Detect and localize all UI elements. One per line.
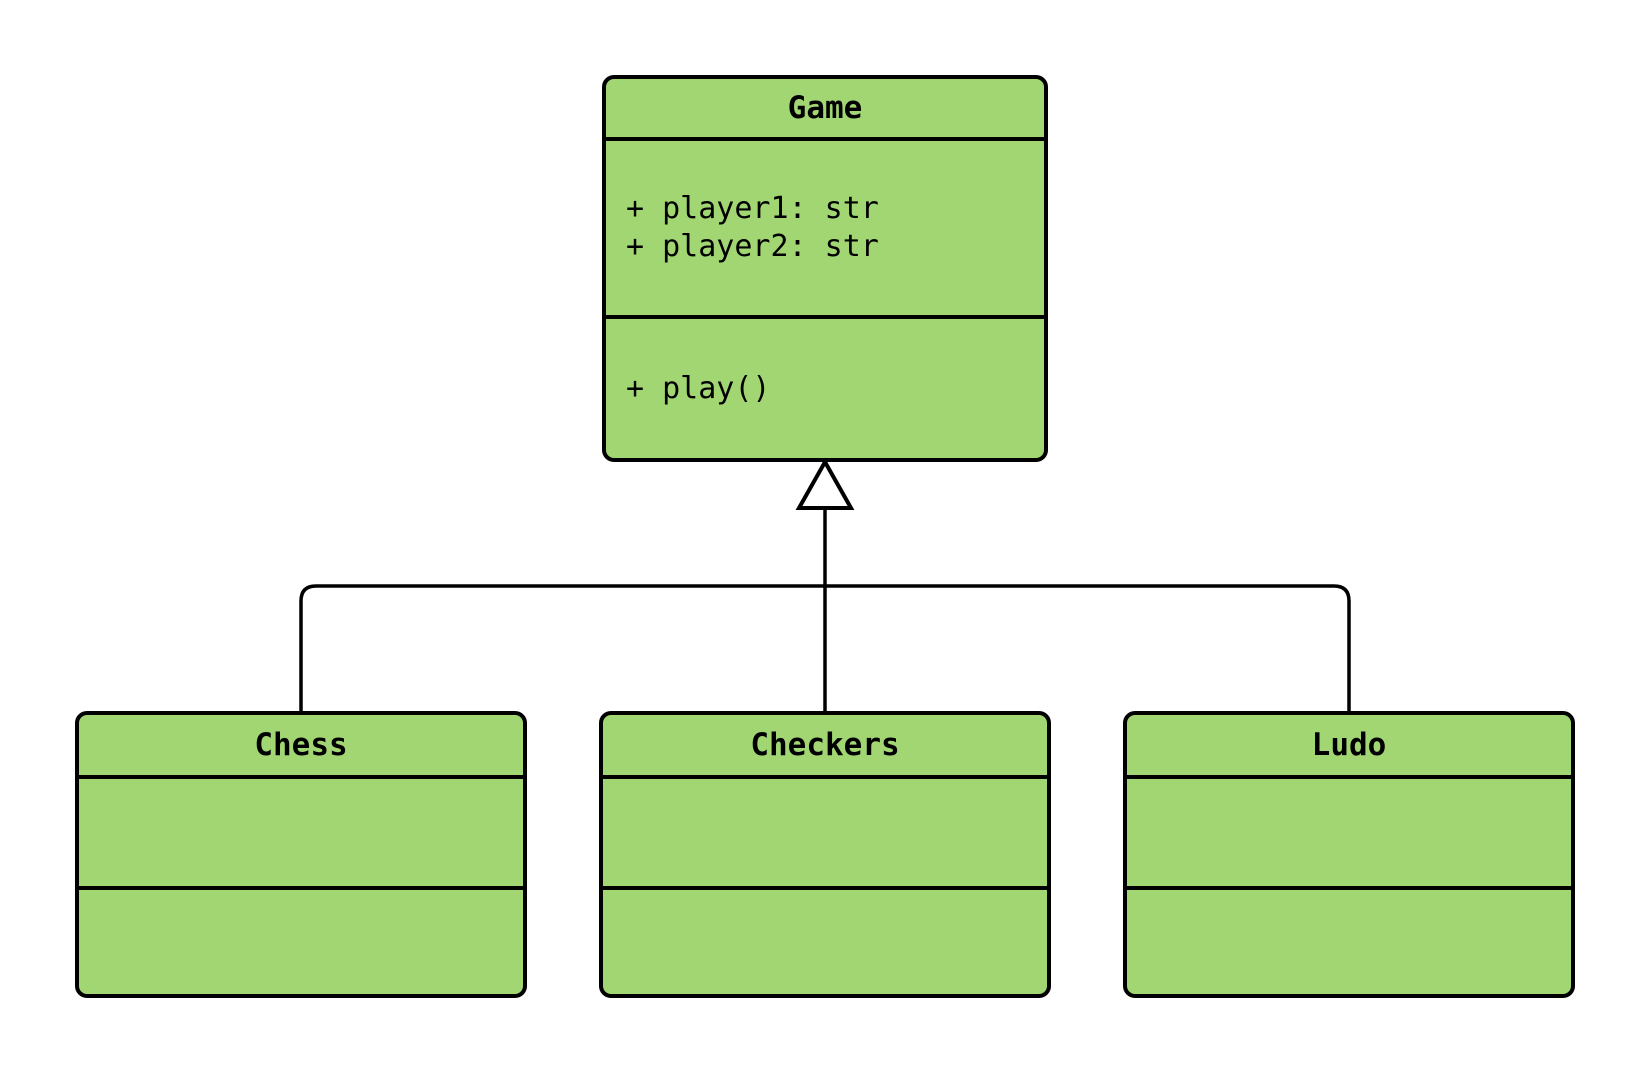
method-line: + play() — [626, 370, 771, 406]
class-methods — [1127, 890, 1571, 994]
class-methods — [603, 890, 1047, 994]
class-box-game: Game + player1: str + player2: str + pla… — [602, 75, 1048, 462]
class-title: Checkers — [603, 715, 1047, 779]
class-attributes — [1127, 779, 1571, 890]
class-attributes — [79, 779, 523, 890]
class-methods: + play() — [606, 319, 1044, 458]
attribute-line: + player2: str — [626, 229, 879, 264]
class-title: Chess — [79, 715, 523, 779]
attribute-line: + player1: str — [626, 191, 879, 226]
inheritance-edge-ludo — [825, 584, 1351, 711]
class-box-ludo: Ludo — [1123, 711, 1575, 998]
class-attributes: + player1: str + player2: str — [606, 141, 1044, 319]
class-attributes — [603, 779, 1047, 890]
class-methods — [79, 890, 523, 994]
class-box-checkers: Checkers — [599, 711, 1051, 998]
class-title: Game — [606, 79, 1044, 141]
inheritance-triangle-icon — [795, 457, 855, 510]
class-title: Ludo — [1127, 715, 1571, 779]
inheritance-edge-chess — [299, 584, 825, 711]
class-box-chess: Chess — [75, 711, 527, 998]
